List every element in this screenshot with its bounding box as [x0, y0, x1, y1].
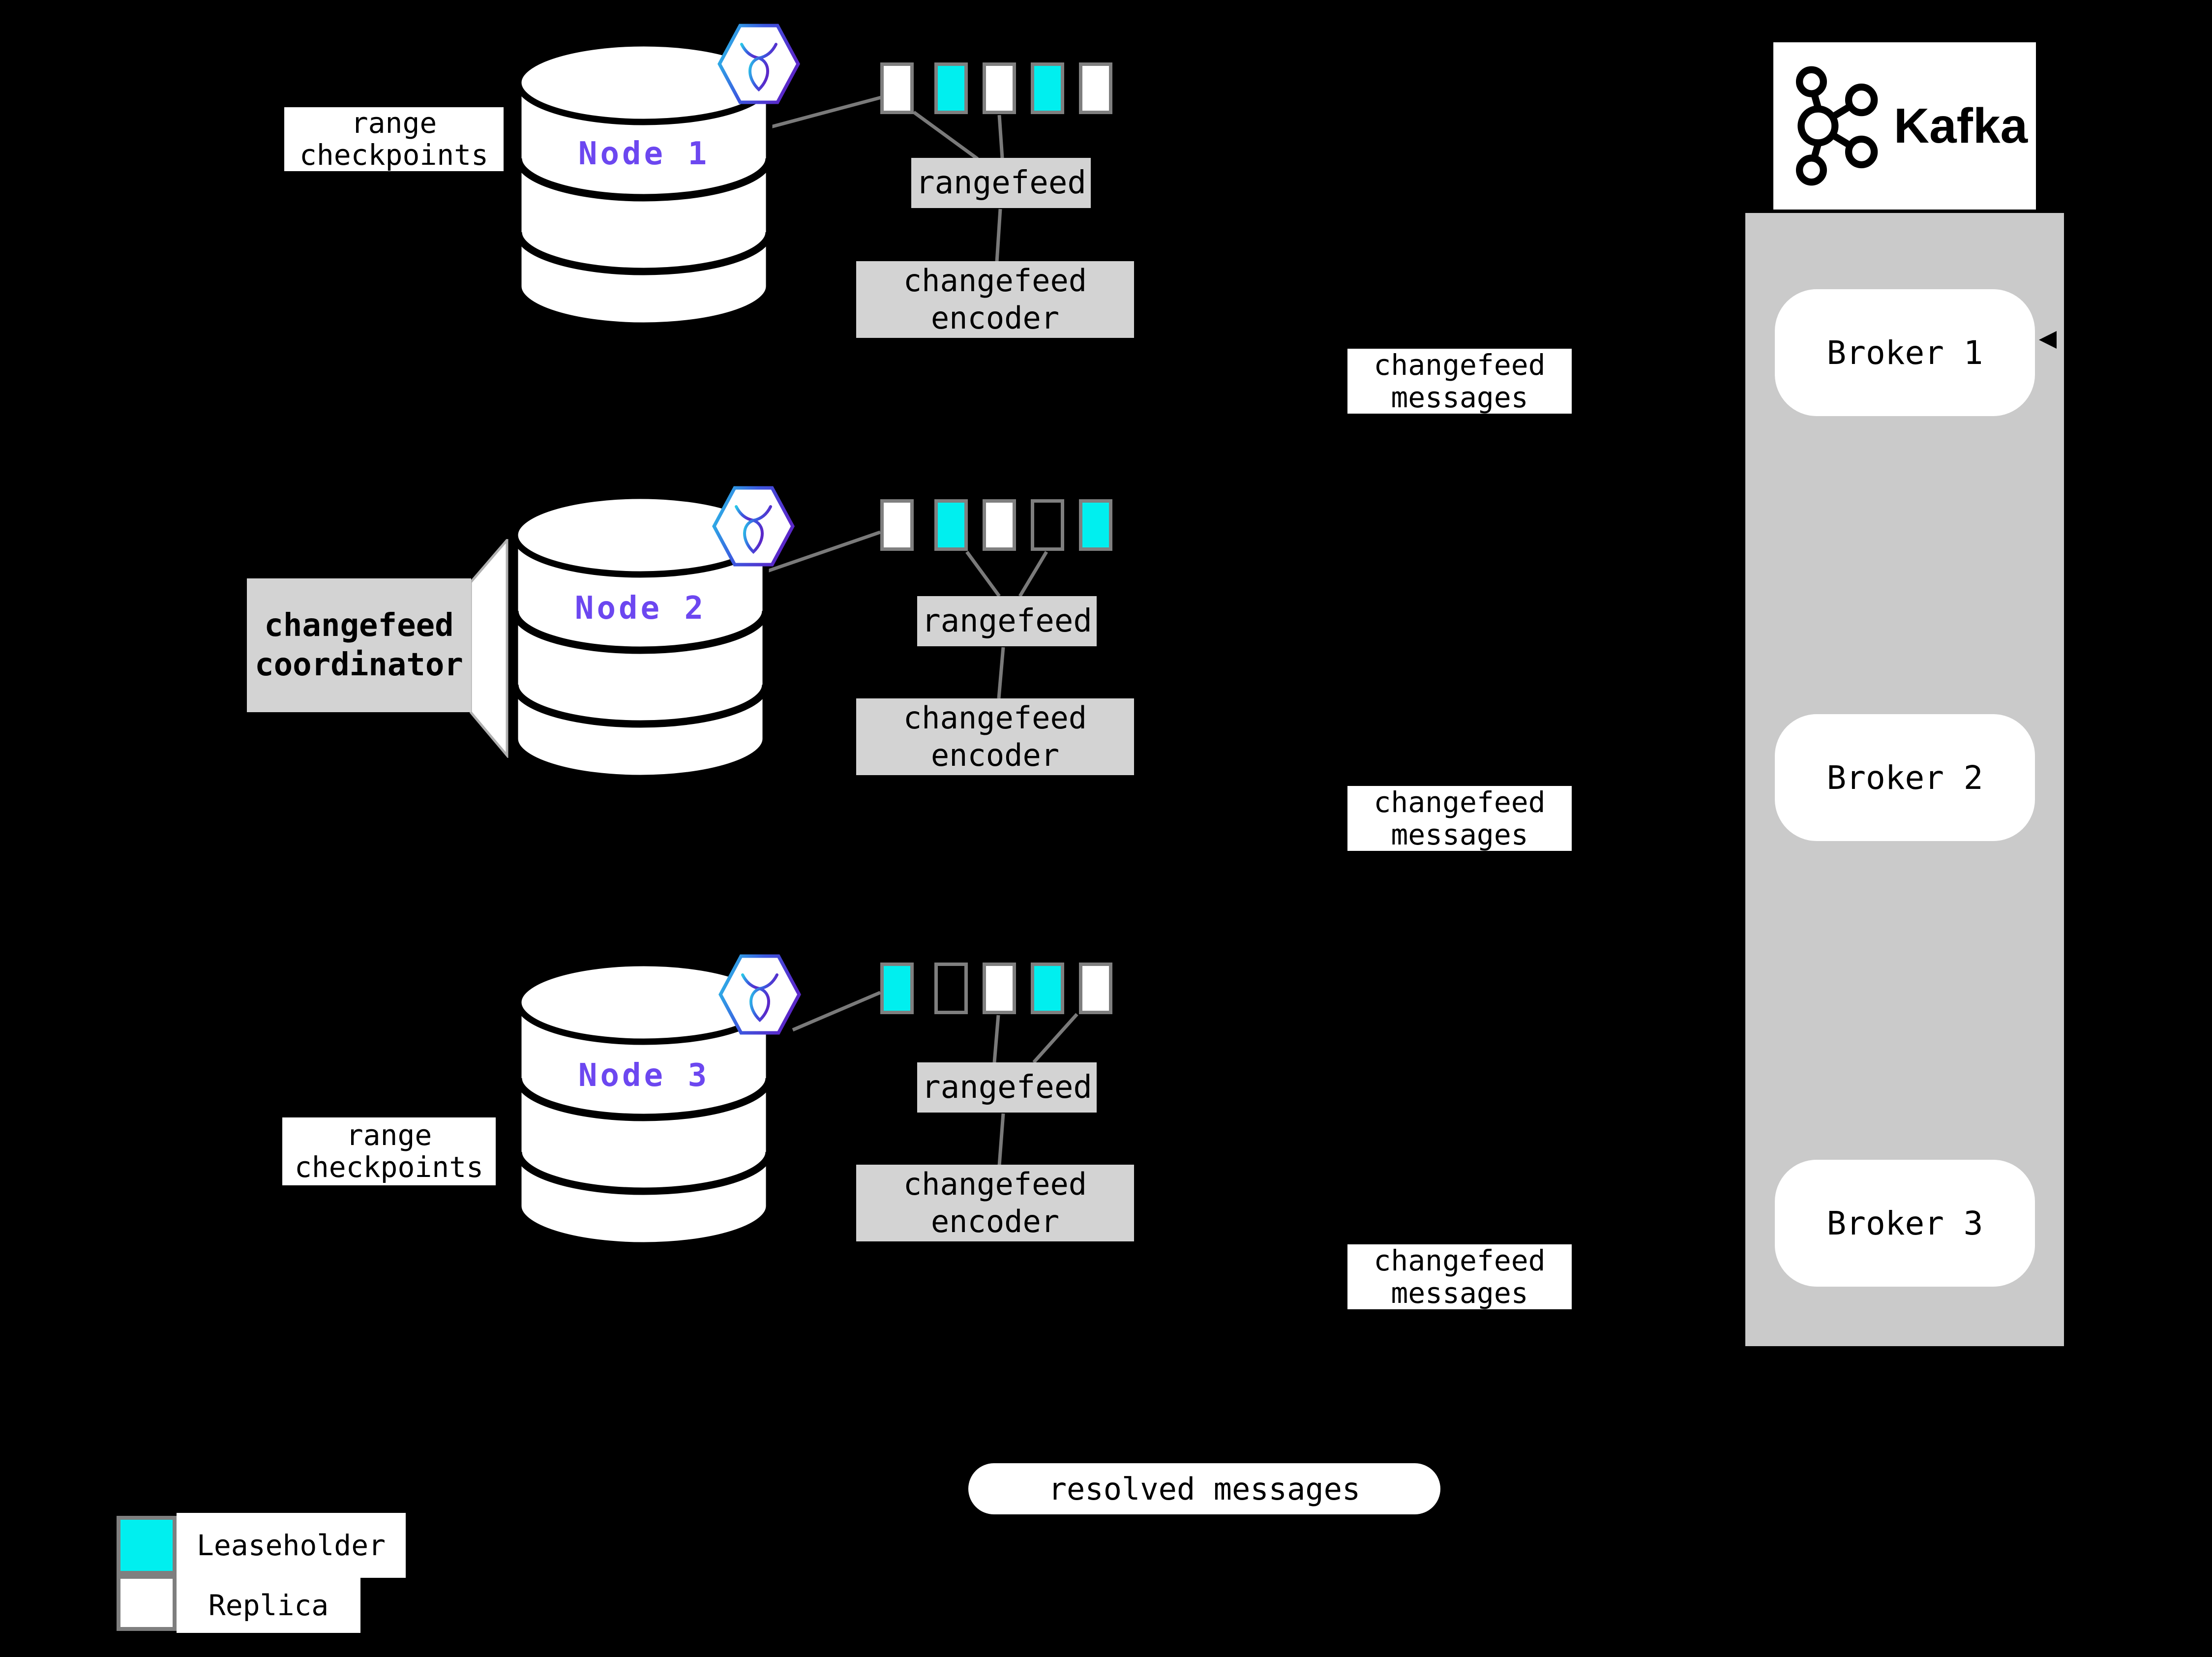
legend-leaseholder-swatch	[117, 1516, 177, 1575]
cockroachdb-roach-icon	[740, 43, 777, 92]
range-square	[880, 963, 914, 1014]
rangefeed-box-node3: rangefeed	[917, 1062, 1097, 1113]
range-squares-row-node3	[880, 963, 1112, 1014]
cockroachdb-roach-icon	[735, 505, 772, 554]
range-square	[983, 499, 1016, 551]
range-square	[1079, 62, 1112, 114]
cockroachdb-hexagon-icon	[718, 954, 801, 1035]
range-squares-row-node2	[880, 499, 1112, 551]
changefeed-encoder-box-node1: changefeed encoder	[856, 261, 1134, 338]
kafka-logo-box: Kafka	[1773, 42, 2036, 210]
cockroachdb-hexagon-icon	[712, 486, 795, 567]
broker-3: Broker 3	[1775, 1160, 2035, 1287]
range-square	[880, 62, 914, 114]
range-checkpoints-label-node3: range checkpoints	[282, 1117, 496, 1185]
database-cylinder-icon	[515, 40, 773, 329]
node-2-label: Node 2	[574, 590, 707, 627]
changefeed-coordinator-label: changefeed coordinator	[247, 578, 471, 712]
range-checkpoints-label-node1: range checkpoints	[284, 107, 504, 171]
database-cylinder-icon	[511, 492, 770, 782]
kafka-logo-icon	[1795, 66, 1878, 186]
broker-1: Broker 1	[1775, 289, 2035, 416]
range-square	[934, 62, 968, 114]
changefeed-encoder-box-node3: changefeed encoder	[856, 1165, 1134, 1241]
range-square	[1079, 963, 1112, 1014]
range-square	[880, 499, 914, 551]
rangefeed-box-node2: rangefeed	[917, 596, 1097, 646]
range-square	[983, 963, 1016, 1014]
changefeed-messages-label-node1: changefeed messages	[1347, 349, 1572, 414]
resolved-messages-pill: resolved messages	[968, 1463, 1440, 1514]
cockroachdb-roach-icon	[741, 973, 778, 1023]
coordinator-fold	[470, 539, 508, 758]
changefeed-messages-label-node2: changefeed messages	[1347, 786, 1572, 851]
arrowhead-icon	[2039, 331, 2057, 349]
cockroachdb-hexagon-icon	[717, 24, 800, 104]
changefeed-messages-label-node3: changefeed messages	[1347, 1244, 1572, 1309]
kafka-title: Kafka	[1893, 98, 2028, 153]
range-square	[1031, 499, 1064, 551]
legend-replica-swatch	[117, 1575, 177, 1631]
range-square	[1031, 963, 1064, 1014]
legend-leaseholder-label: Leaseholder	[177, 1513, 406, 1578]
range-squares-row-node1	[880, 62, 1112, 114]
changefeed-encoder-box-node2: changefeed encoder	[856, 698, 1134, 775]
legend-replica-label: Replica	[177, 1578, 360, 1633]
broker-2: Broker 2	[1775, 714, 2035, 841]
rangefeed-box-node1: rangefeed	[911, 158, 1091, 208]
range-square	[1079, 499, 1112, 551]
range-square	[934, 499, 968, 551]
node-3-label: Node 3	[578, 1057, 710, 1094]
range-square	[1031, 62, 1064, 114]
range-square	[983, 62, 1016, 114]
range-square	[934, 963, 968, 1014]
node-1-label: Node 1	[578, 136, 710, 172]
database-cylinder-icon	[515, 960, 773, 1249]
